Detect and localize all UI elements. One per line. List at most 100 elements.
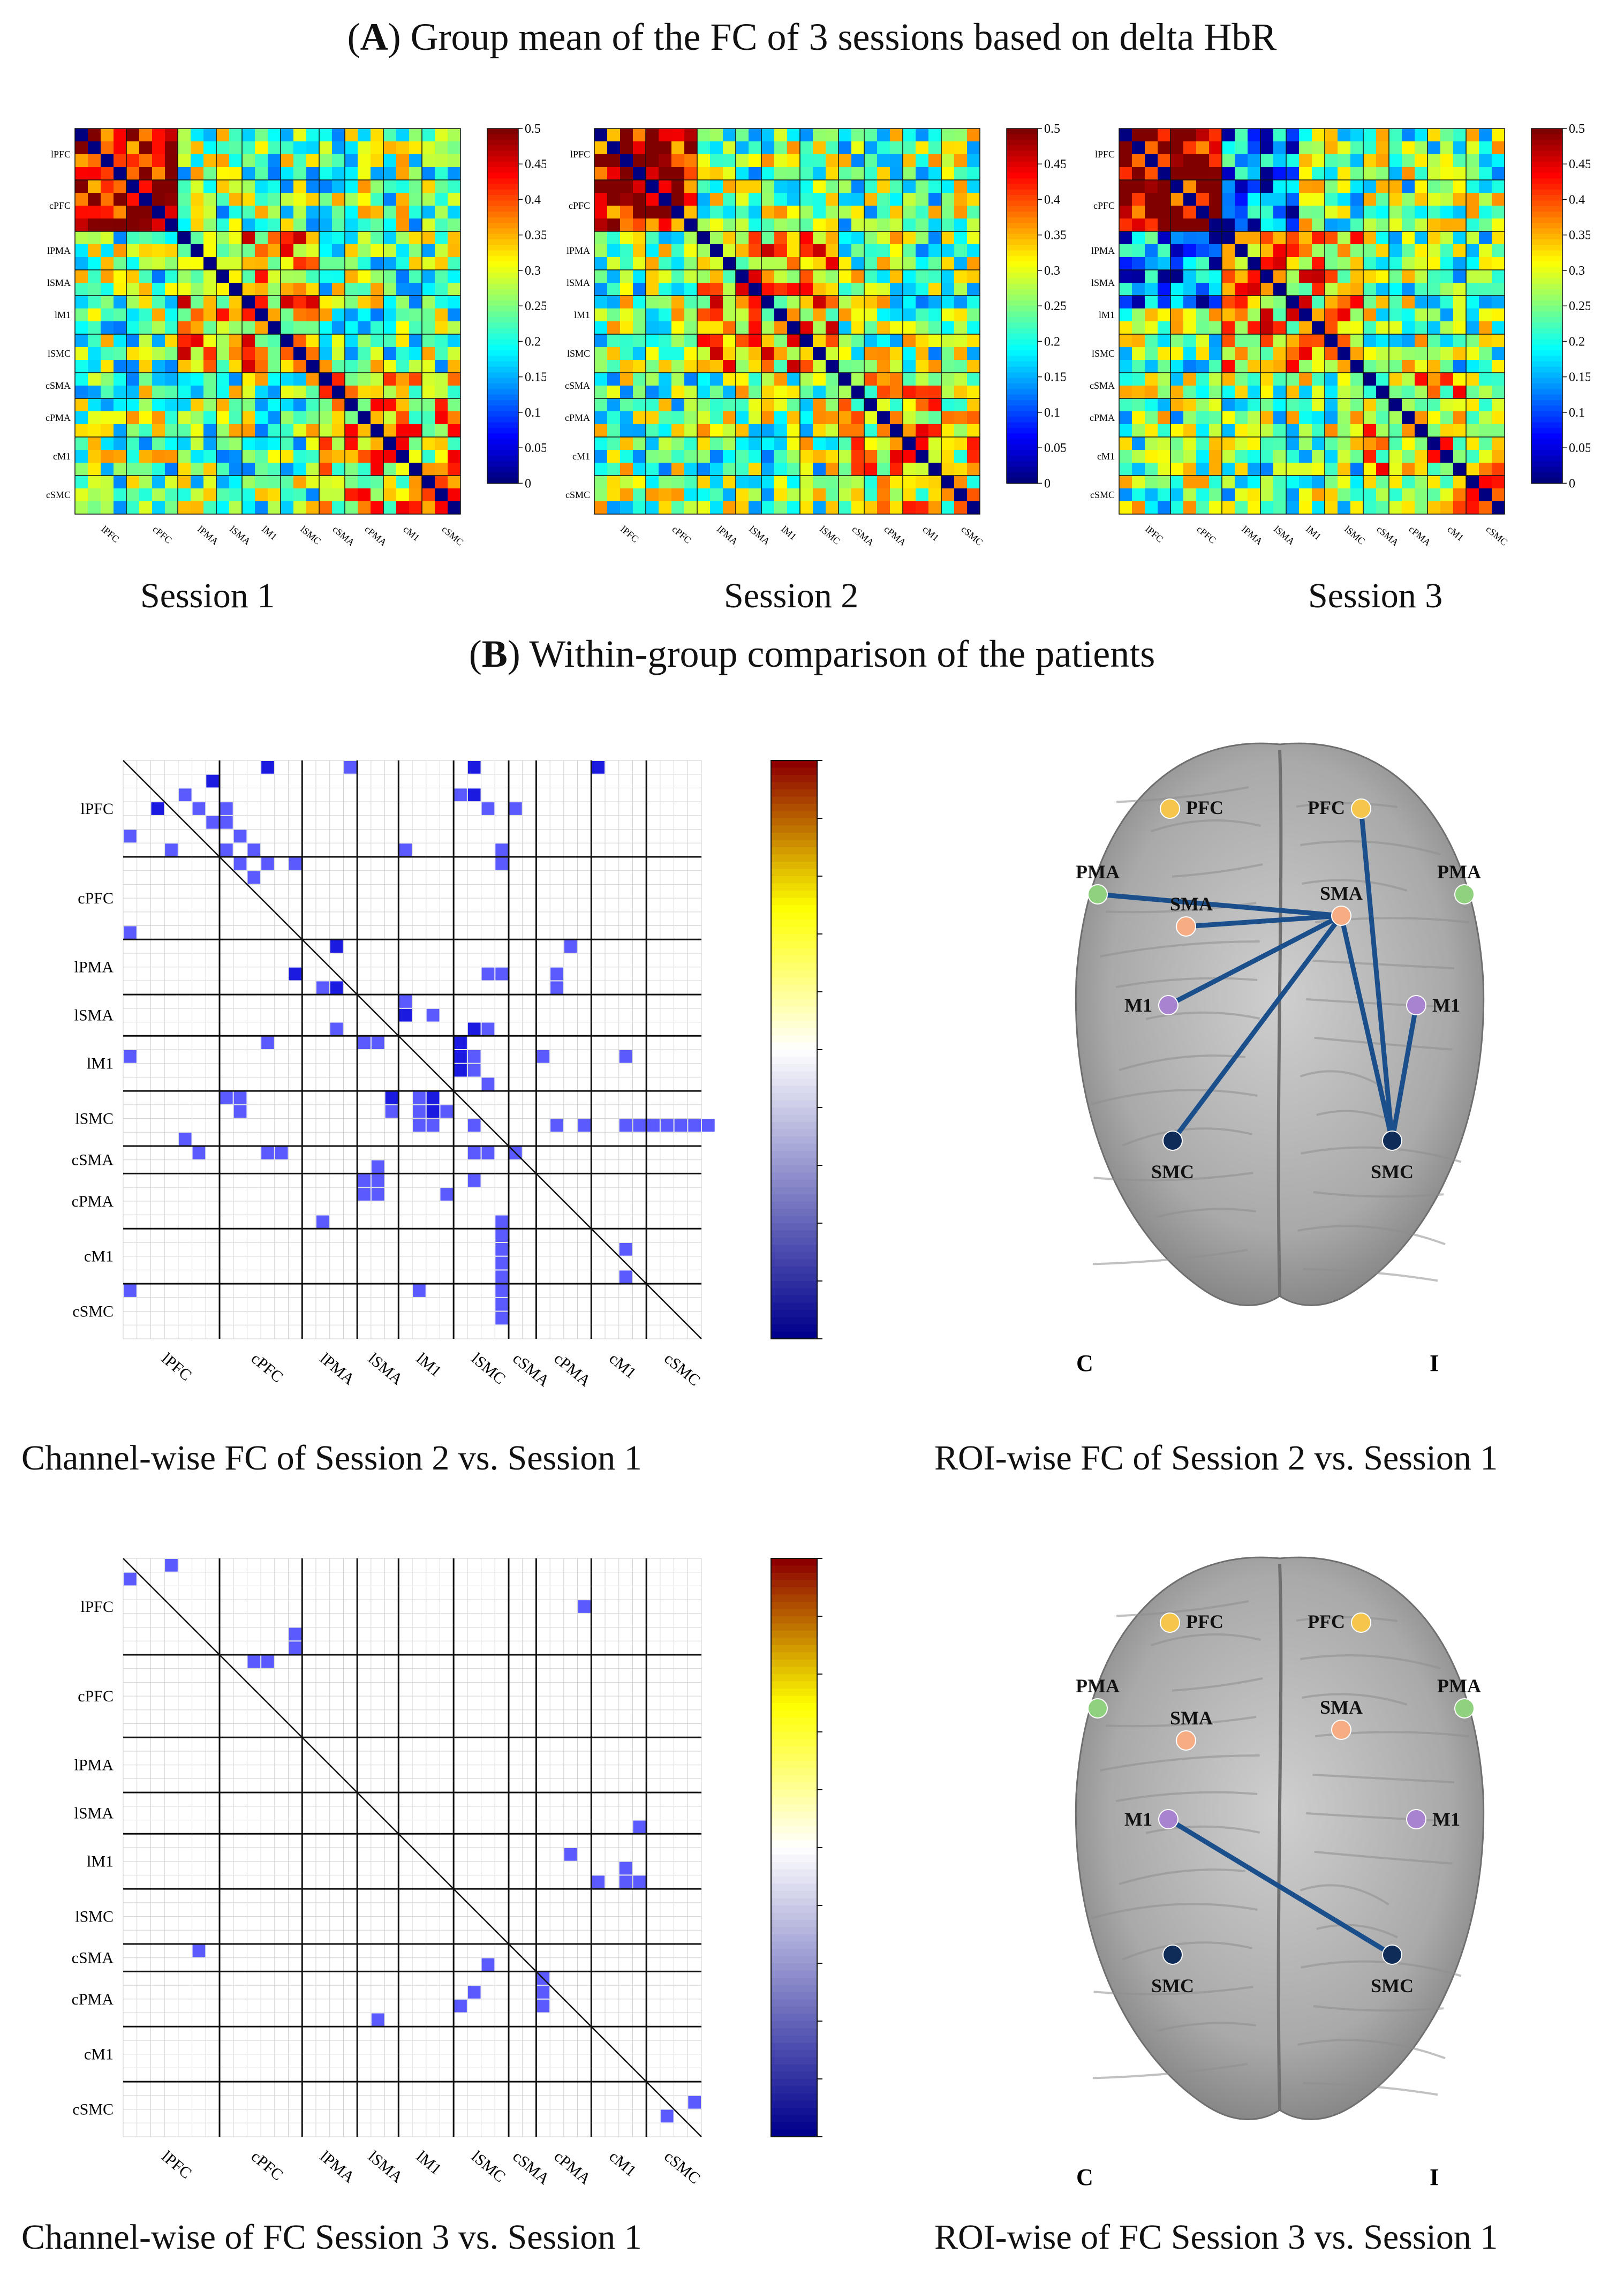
x-tick-label: lSMA bbox=[1272, 524, 1297, 547]
y-tick-label: cPFC bbox=[1093, 200, 1115, 211]
node-right-m1-icon bbox=[1406, 1809, 1426, 1829]
colorbar-tick: 0.2 bbox=[525, 335, 541, 349]
colorbar-tick: 0.05 bbox=[525, 441, 546, 455]
x-tick-label: cSMA bbox=[509, 1350, 553, 1390]
x-tick-label: lSMC bbox=[468, 2147, 509, 2185]
x-tick-label: lSMC bbox=[818, 524, 842, 547]
node-left-sma-icon bbox=[1176, 916, 1196, 937]
node-right-pma-icon bbox=[1454, 884, 1475, 905]
x-tick-label: lPFC bbox=[1143, 524, 1165, 545]
colorbar-tick: 0.05 bbox=[1044, 441, 1066, 455]
node-right-smc-icon bbox=[1382, 1945, 1402, 1965]
connection-edge bbox=[1183, 913, 1344, 929]
channel-caption-s3: Channel-wise of FC Session 3 vs. Session… bbox=[21, 2218, 642, 2257]
y-tick-label: lPFC bbox=[51, 149, 71, 160]
x-tick-label: cSMC bbox=[661, 2147, 704, 2188]
y-tick-label: cM1 bbox=[84, 1248, 114, 1265]
node-label-right-pma: PMA bbox=[1437, 861, 1481, 883]
y-tick-label: cSMC bbox=[565, 489, 590, 500]
brain-outline bbox=[1075, 1556, 1485, 2120]
node-label-right-m1: M1 bbox=[1432, 994, 1460, 1016]
x-tick-label: cPMA bbox=[550, 2147, 594, 2188]
y-tick-label: lSMC bbox=[75, 1110, 114, 1128]
x-tick-label: lPFC bbox=[158, 2147, 195, 2182]
x-tick-label: cSMC bbox=[440, 524, 465, 548]
y-tick-label: cPMA bbox=[565, 412, 590, 423]
x-tick-label: lPMA bbox=[715, 524, 740, 547]
colorbar-tick: 0.4 bbox=[525, 193, 541, 207]
node-right-m1-icon bbox=[1406, 995, 1426, 1015]
x-tick-label: lSMA bbox=[228, 524, 253, 547]
y-tick-label: cM1 bbox=[53, 451, 71, 462]
node-label-right-pma: PMA bbox=[1437, 1675, 1481, 1697]
x-tick-label: cPFC bbox=[150, 524, 174, 546]
y-tick-label: lPMA bbox=[47, 245, 71, 256]
node-left-pfc-icon bbox=[1160, 798, 1180, 819]
node-label-left-smc: SMC bbox=[1151, 1161, 1194, 1182]
y-tick-label: cPFC bbox=[49, 200, 71, 211]
colorbar-tick: 0.4 bbox=[1569, 193, 1585, 207]
x-tick-label: cSMC bbox=[661, 1350, 704, 1390]
y-tick-label: cM1 bbox=[572, 451, 590, 462]
x-tick-label: lSMA bbox=[747, 524, 772, 547]
node-left-pma-icon bbox=[1087, 1698, 1108, 1719]
node-left-pfc-icon bbox=[1160, 1612, 1180, 1633]
x-tick-label: cPFC bbox=[670, 524, 693, 546]
node-label-right-m1: M1 bbox=[1432, 1808, 1460, 1830]
colorbar-tick: 0.3 bbox=[1569, 264, 1585, 278]
node-label-left-m1: M1 bbox=[1124, 1808, 1152, 1830]
x-tick-label: cM1 bbox=[606, 2147, 639, 2180]
connection-edge bbox=[1166, 1817, 1395, 1957]
colorbar-tick: 0.25 bbox=[1044, 299, 1066, 313]
side-label-contralesional: C bbox=[1076, 1350, 1093, 1376]
x-tick-label: lPFC bbox=[158, 1350, 195, 1384]
y-tick-label: cSMA bbox=[72, 1949, 114, 1967]
channel-caption-s2: Channel-wise FC of Session 2 vs. Session… bbox=[21, 1438, 642, 1478]
x-tick-label: cSMC bbox=[959, 524, 985, 548]
x-tick-label: lM1 bbox=[779, 524, 798, 542]
node-label-left-sma: SMA bbox=[1170, 1707, 1213, 1729]
y-tick-label: cSMC bbox=[46, 489, 71, 500]
node-right-pfc-icon bbox=[1351, 798, 1371, 819]
node-label-left-m1: M1 bbox=[1124, 994, 1152, 1016]
node-left-m1-icon bbox=[1158, 1809, 1179, 1829]
colorbar-tick: 0.45 bbox=[1044, 157, 1066, 171]
roi-caption-s3: ROI-wise of FC Session 3 vs. Session 1 bbox=[934, 2218, 1498, 2257]
y-tick-label: lSMC bbox=[1092, 348, 1115, 359]
y-tick-label: lPMA bbox=[1091, 245, 1115, 256]
section-a-text: Group mean of the FC of 3 sessions based… bbox=[410, 16, 1277, 58]
brain-outline bbox=[1075, 742, 1485, 1306]
colorbar-tick: 0.45 bbox=[525, 157, 546, 171]
x-tick-label: lM1 bbox=[413, 1350, 445, 1380]
node-label-left-pma: PMA bbox=[1076, 1675, 1120, 1697]
node-left-pma-icon bbox=[1087, 884, 1108, 905]
x-tick-label: cSMA bbox=[850, 524, 876, 548]
node-left-sma-icon bbox=[1176, 1730, 1196, 1751]
session-3-caption: Session 3 bbox=[1308, 576, 1443, 615]
colorbar-tick: 0.35 bbox=[525, 229, 546, 243]
y-tick-label: lPFC bbox=[570, 149, 590, 160]
node-left-m1-icon bbox=[1158, 995, 1179, 1015]
x-tick-label: cM1 bbox=[401, 524, 421, 544]
y-tick-label: lSMA bbox=[74, 1805, 114, 1822]
y-tick-label: lPMA bbox=[74, 959, 114, 976]
y-tick-label: lSMC bbox=[75, 1908, 114, 1926]
node-label-left-pfc: PFC bbox=[1186, 797, 1223, 818]
y-tick-label: lSMC bbox=[48, 348, 71, 359]
node-right-sma-icon bbox=[1331, 1720, 1351, 1740]
x-tick-label: cPMA bbox=[550, 1350, 594, 1390]
y-tick-label: cSMA bbox=[565, 380, 590, 391]
significant-cells bbox=[124, 1559, 701, 2123]
colorbar-tick: 0 bbox=[1569, 477, 1575, 491]
y-tick-label: cPMA bbox=[1090, 412, 1115, 423]
y-tick-label: cSMA bbox=[72, 1151, 114, 1169]
x-tick-label: cM1 bbox=[920, 524, 941, 544]
y-tick-label: cM1 bbox=[84, 2046, 114, 2063]
colorbar-tick: 0.25 bbox=[525, 299, 546, 313]
x-tick-label: lPMA bbox=[316, 2147, 358, 2187]
